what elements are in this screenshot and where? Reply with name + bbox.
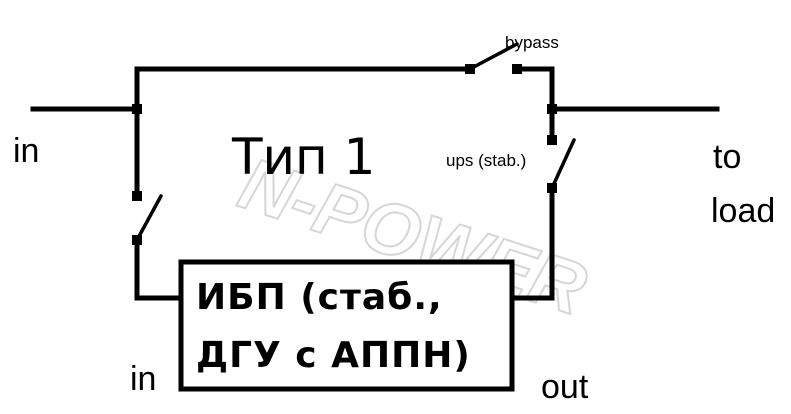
contact-node-left-top xyxy=(132,191,142,201)
junction-node-right xyxy=(547,104,557,114)
contact-node-left-bottom xyxy=(132,235,142,245)
label-ups: ups (stab.) xyxy=(446,151,526,170)
bypass-switch xyxy=(468,42,519,71)
contact-node-ups-bottom xyxy=(547,183,557,193)
ups-box-line2: ДГУ с АППН) xyxy=(196,335,471,376)
label-load: load xyxy=(711,192,775,230)
label-out: out xyxy=(541,368,589,406)
contact-node-bypass-right xyxy=(512,64,522,74)
input-switch xyxy=(135,194,163,242)
label-to: to xyxy=(713,138,741,176)
contact-node-ups-top xyxy=(547,135,557,145)
ups-box-line1: ИБП (стаб., xyxy=(196,277,443,318)
label-in-bottom: in xyxy=(130,360,156,398)
diagram-title: Тип 1 xyxy=(231,128,375,186)
label-in-left: in xyxy=(13,132,39,170)
ups-box xyxy=(178,259,515,392)
label-bypass: bypass xyxy=(505,33,559,52)
junction-node-left xyxy=(132,104,142,114)
ups-switch xyxy=(550,138,576,190)
contact-node-bypass-left xyxy=(465,64,475,74)
